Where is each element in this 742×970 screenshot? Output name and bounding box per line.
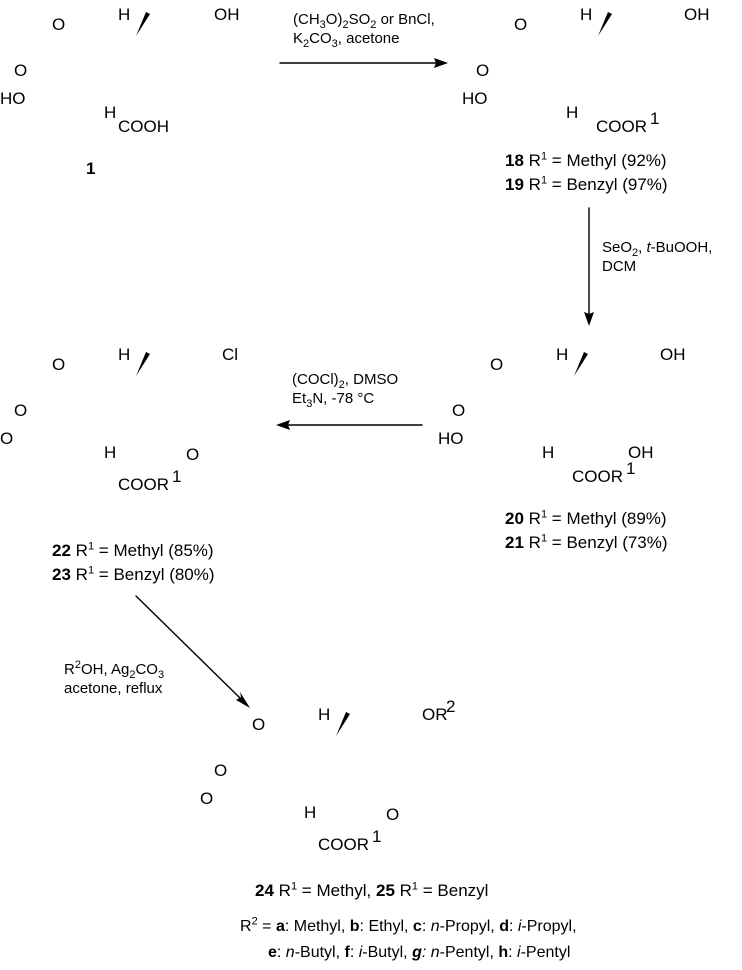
- compound-20-21-structure: O O HO H H OH OH COOR 1: [438, 345, 686, 486]
- atom-h: H: [566, 103, 578, 122]
- atom-o: O: [476, 61, 489, 80]
- superscript: 1: [626, 459, 635, 478]
- atom-cl: Cl: [222, 345, 238, 364]
- atom-h: H: [318, 705, 330, 724]
- atom-or: OR: [422, 705, 448, 724]
- compound-18-19-structure: O O HO H H OH COOR 1: [462, 5, 710, 136]
- atom-coor: COOR: [318, 835, 369, 854]
- arrow-step1: [279, 58, 448, 68]
- atom-h: H: [580, 5, 592, 24]
- atom-o: O: [14, 61, 27, 80]
- label-compound-21: 21 R1 = Benzyl (73%): [505, 532, 668, 552]
- label-compound-20: 20 R1 = Methyl (89%): [505, 508, 667, 528]
- atom-o: O: [514, 15, 527, 34]
- atom-ho: HO: [0, 89, 26, 108]
- compound-1-structure: O O HO H H OH COOH: [0, 5, 240, 136]
- atom-h: H: [556, 345, 568, 364]
- compound-24-25-structure: O O O H H OR 2 O COOR 1: [200, 697, 455, 854]
- atom-oh: OH: [628, 443, 654, 462]
- atom-h: H: [118, 345, 130, 364]
- atom-o: O: [0, 429, 13, 448]
- atom-h: H: [118, 5, 130, 24]
- atom-o: O: [52, 355, 65, 374]
- atom-h: H: [304, 803, 316, 822]
- atom-o: O: [14, 401, 27, 420]
- atom-coor: COOR: [572, 467, 623, 486]
- arrow-step3: [276, 420, 423, 430]
- atom-oh: OH: [684, 5, 710, 24]
- conditions-step2: SeO2, t-BuOOH, DCM: [602, 239, 713, 275]
- atom-o: O: [490, 355, 503, 374]
- atom-ho: HO: [462, 89, 488, 108]
- label-compound-24-25: 24 R1 = Methyl, 25 R1 = Benzyl: [255, 880, 489, 900]
- superscript: 1: [172, 467, 181, 486]
- atom-coor: COOR: [596, 117, 647, 136]
- atom-ho: HO: [438, 429, 464, 448]
- r2-substituent-list-line1: R2 = a: Methyl, b: Ethyl, c: n-Propyl, d…: [240, 915, 577, 935]
- label-compound-18: 18 R1 = Methyl (92%): [505, 150, 667, 170]
- atom-o: O: [214, 761, 227, 780]
- atom-o: O: [200, 789, 213, 808]
- atom-oh: OH: [660, 345, 686, 364]
- label-compound-19: 19 R1 = Benzyl (97%): [505, 174, 668, 194]
- conditions-step4: R2OH, Ag2CO3 acetone, reflux: [64, 659, 165, 698]
- arrow-step4: [135, 595, 250, 708]
- atom-coor: COOR: [118, 475, 169, 494]
- superscript: 2: [446, 697, 455, 716]
- atom-o: O: [252, 715, 265, 734]
- conditions-step1: (CH3O)2SO2 or BnCl, K2CO3, acetone: [293, 11, 435, 50]
- atom-o: O: [186, 445, 199, 464]
- compound-22-23-structure: O O O H H Cl O COOR 1: [0, 345, 238, 494]
- atom-o: O: [452, 401, 465, 420]
- atom-h: H: [104, 443, 116, 462]
- atom-oh: OH: [214, 5, 240, 24]
- atom-cooh: COOH: [118, 117, 169, 136]
- superscript: 1: [372, 827, 381, 846]
- label-compound-1: 1: [86, 159, 96, 178]
- atom-o: O: [52, 15, 65, 34]
- label-compound-23: 23 R1 = Benzyl (80%): [52, 564, 215, 584]
- label-compound-22: 22 R1 = Methyl (85%): [52, 540, 214, 560]
- atom-h: H: [104, 103, 116, 122]
- superscript: 1: [650, 109, 659, 128]
- atom-o: O: [386, 805, 399, 824]
- r2-substituent-list-line2: e: n-Butyl, f: i-Butyl, g: n-Pentyl, h: …: [268, 944, 571, 961]
- conditions-step3: (COCl)2, DMSO Et3N, -78 °C: [292, 371, 399, 410]
- arrow-step2: [584, 207, 594, 326]
- atom-h: H: [542, 443, 554, 462]
